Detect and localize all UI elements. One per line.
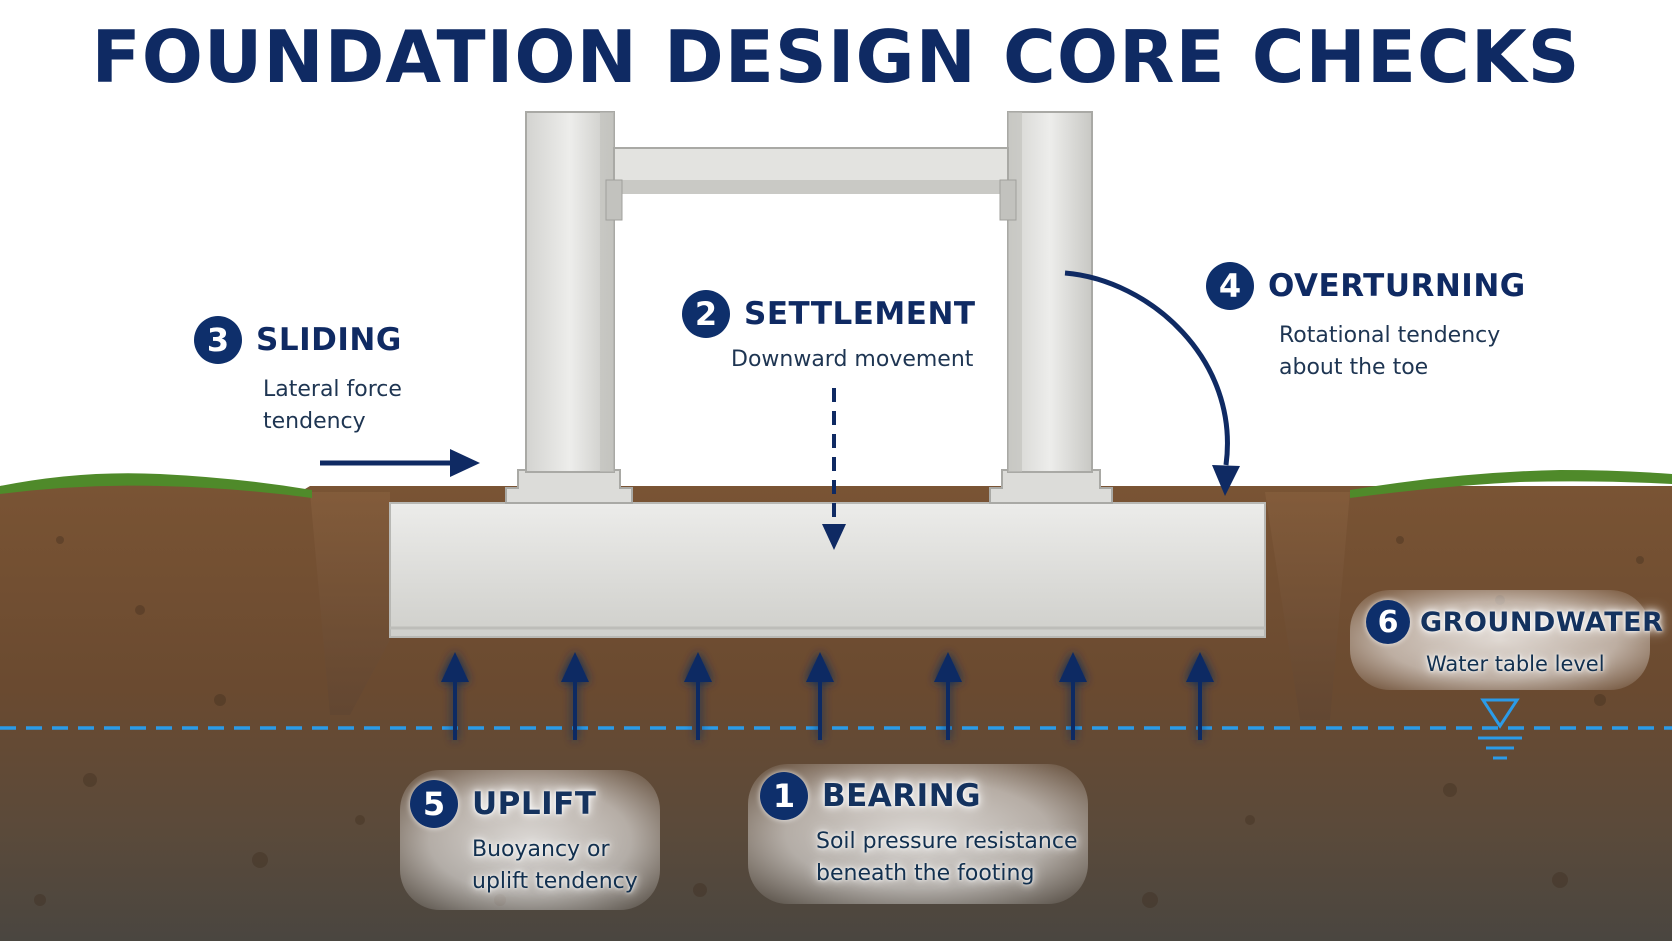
number-badge: 6 — [1366, 600, 1410, 644]
bearing-pressure-arrows — [441, 652, 1214, 740]
number-badge: 5 — [410, 780, 458, 828]
number-badge: 3 — [194, 316, 242, 364]
check-uplift: 5 UPLIFT Buoyancy or uplift tendency — [410, 780, 638, 898]
number-badge: 4 — [1206, 262, 1254, 310]
check-overturning: 4 OVERTURNING Rotational tendency about … — [1206, 262, 1526, 384]
left-column — [525, 111, 615, 473]
settlement-arrow — [822, 388, 846, 550]
number-badge: 1 — [760, 772, 808, 820]
grass-left — [0, 473, 312, 498]
check-description: Lateral force tendency — [263, 377, 402, 434]
bearing-arrow — [1186, 652, 1214, 740]
page-title: FOUNDATION DESIGN CORE CHECKS — [91, 15, 1581, 99]
check-description: Water table level — [1426, 652, 1605, 676]
check-description: Rotational tendency about the toe — [1279, 323, 1501, 380]
bearing-arrow — [1059, 652, 1087, 740]
check-name: GROUNDWATER — [1420, 606, 1664, 638]
left-column-base — [505, 469, 633, 504]
bearing-arrow — [934, 652, 962, 740]
check-sliding: 3 SLIDING Lateral force tendency — [194, 316, 402, 438]
check-groundwater: 6 GROUNDWATER Water table level — [1366, 600, 1663, 680]
check-name: UPLIFT — [472, 786, 597, 822]
check-settlement: 2 SETTLEMENT Downward movement — [682, 290, 976, 376]
excavation-backfill — [310, 492, 390, 715]
bearing-arrow — [806, 652, 834, 740]
check-name: OVERTURNING — [1268, 268, 1526, 304]
sliding-arrow — [320, 449, 480, 477]
bearing-arrow — [561, 652, 589, 740]
check-name: SLIDING — [256, 322, 402, 358]
bearing-arrow — [684, 652, 712, 740]
check-description: Downward movement — [731, 347, 974, 372]
check-description: Buoyancy or uplift tendency — [472, 837, 638, 894]
check-name: SETTLEMENT — [744, 296, 976, 332]
overturning-arrow — [1064, 270, 1240, 496]
water-table-symbol-icon — [1478, 698, 1522, 760]
check-description: Soil pressure resistance beneath the foo… — [816, 829, 1078, 886]
right-column-base — [989, 469, 1113, 504]
check-bearing: 1 BEARING Soil pressure resistance benea… — [760, 772, 1077, 890]
number-badge: 2 — [682, 290, 730, 338]
footing-slab — [389, 502, 1266, 638]
bearing-arrow — [441, 652, 469, 740]
grass-right — [1350, 470, 1672, 498]
check-name: BEARING — [822, 778, 982, 814]
